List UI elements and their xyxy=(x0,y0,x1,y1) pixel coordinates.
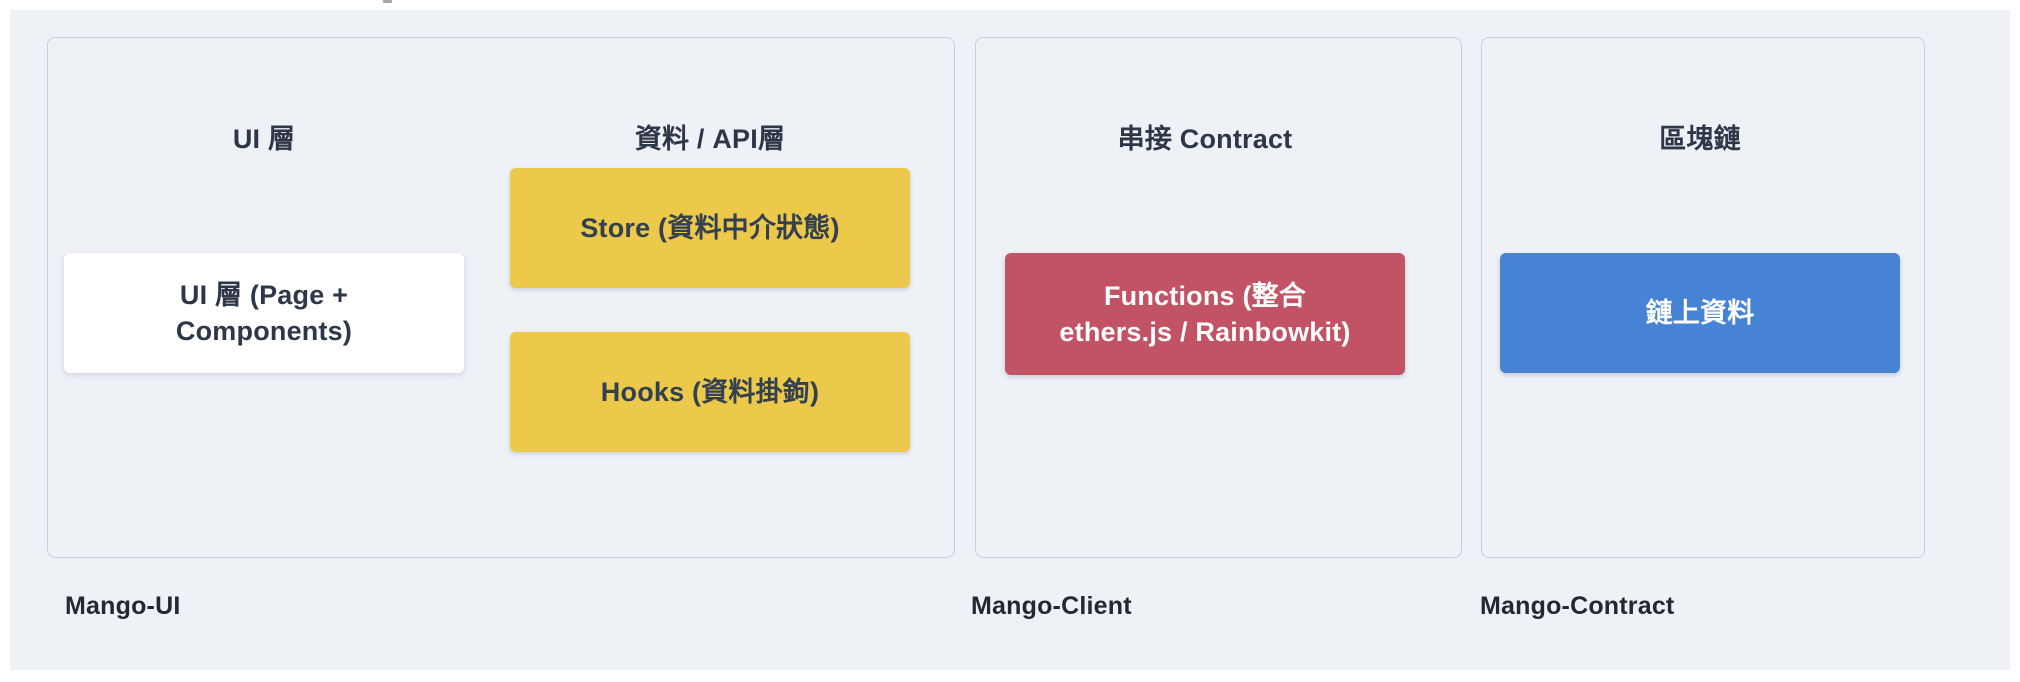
node-store: Store (資料中介狀態) xyxy=(510,168,910,288)
node-onchain-data: 鏈上資料 xyxy=(1500,253,1900,373)
heading-data-api-layer: 資料 / API層 xyxy=(634,124,786,154)
label-mango-contract: Mango-Contract xyxy=(1480,592,1675,620)
heading-blockchain: 區塊鏈 xyxy=(1659,124,1741,154)
heading-ui-layer: UI 層 xyxy=(232,124,296,154)
heading-contract-integration: 串接 Contract xyxy=(1117,124,1293,154)
node-ui-page-components: UI 層 (Page + Components) xyxy=(64,253,464,373)
node-hooks: Hooks (資料掛鉤) xyxy=(510,332,910,452)
label-mango-ui: Mango-UI xyxy=(65,592,181,620)
node-functions-ethers-rainbowkit: Functions (整合 ethers.js / Rainbowkit) xyxy=(1005,253,1405,375)
top-edge-artifact xyxy=(383,0,392,3)
label-mango-client: Mango-Client xyxy=(971,592,1132,620)
